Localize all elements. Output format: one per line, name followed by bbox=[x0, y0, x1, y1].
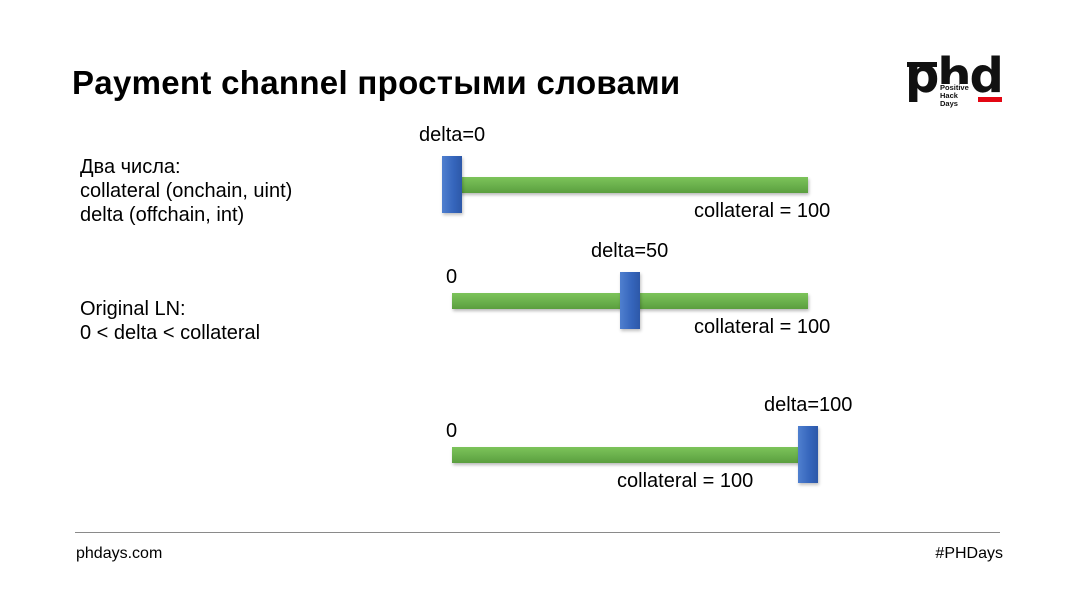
collateral-label: collateral = 100 bbox=[694, 316, 831, 338]
delta-label: delta=0 bbox=[419, 124, 486, 146]
zero-label: 0 bbox=[446, 266, 458, 288]
phd-logo: phd Positive Hack Days bbox=[905, 52, 1005, 112]
delta-label: delta=100 bbox=[764, 394, 853, 416]
notes-line: collateral (onchain, uint) bbox=[80, 180, 293, 202]
collateral-bar bbox=[452, 177, 808, 193]
collateral-label: collateral = 100 bbox=[694, 200, 831, 222]
delta-marker bbox=[442, 156, 462, 213]
footer-site-link[interactable]: phdays.com bbox=[76, 545, 163, 562]
notes-block-original-ln: Original LN: 0 < delta < collateral bbox=[80, 297, 260, 345]
notes-block-numbers: Два числа: collateral (onchain, uint) de… bbox=[80, 155, 292, 227]
delta-marker bbox=[620, 272, 640, 329]
logo-subtitle: Positive Hack Days bbox=[938, 83, 969, 108]
notes-line: delta (offchain, int) bbox=[80, 204, 245, 226]
footer-divider bbox=[75, 532, 1000, 533]
collateral-bar bbox=[452, 447, 808, 463]
notes-line: Original LN: bbox=[80, 298, 186, 320]
zero-label: 0 bbox=[446, 420, 458, 442]
logo-overline bbox=[907, 62, 937, 67]
logo-red-stripe bbox=[978, 97, 1002, 102]
notes-line: Два числа: bbox=[80, 156, 181, 178]
collateral-label: collateral = 100 bbox=[617, 470, 754, 492]
notes-line: 0 < delta < collateral bbox=[80, 322, 261, 344]
footer-hashtag: #PHDays bbox=[935, 545, 1003, 562]
slide-title: Payment channel простыми словами bbox=[72, 64, 681, 101]
delta-label: delta=50 bbox=[591, 240, 669, 262]
delta-marker bbox=[798, 426, 818, 483]
